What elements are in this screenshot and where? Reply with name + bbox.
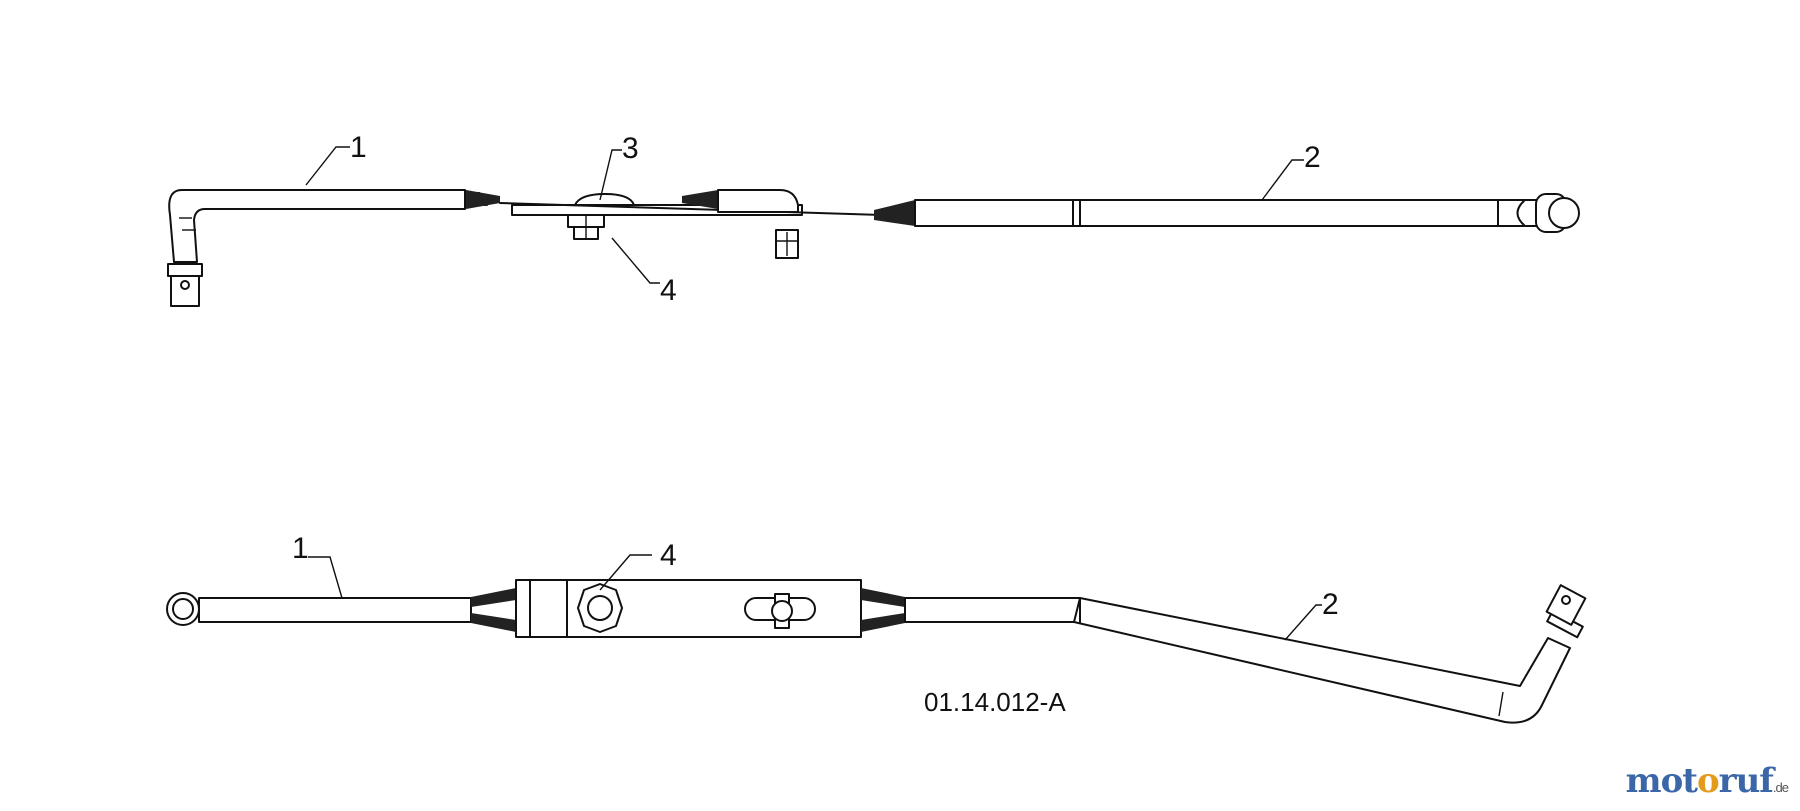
bottom-callout-4: 4: [660, 539, 677, 572]
bottom-callout-1: 1: [292, 532, 309, 565]
top-linkage-assembly: 1 2 3 4: [167, 131, 1580, 307]
bottom-callout-2: 2: [1322, 588, 1339, 621]
watermark-suffix: .de: [1772, 780, 1789, 795]
top-callout-3: 3: [622, 132, 639, 165]
motoruf-watermark-logo: motoruf.de: [1625, 761, 1789, 801]
top-callout-1: 1: [350, 131, 367, 164]
top-part-1-bent-rod: [167, 189, 500, 307]
bottom-part-1-rod: [166, 588, 516, 632]
bottom-part-2-bent-rod: [904, 584, 1587, 724]
bottom-center-bar: [515, 579, 905, 638]
drawing-number: 01.14.012-A: [924, 687, 1066, 717]
bottom-linkage-assembly: 1 2 4: [166, 532, 1587, 724]
watermark-part1: mot: [1625, 761, 1698, 801]
watermark-part3: ruf: [1718, 761, 1774, 801]
watermark-part2: o: [1696, 761, 1720, 801]
top-part-2-rod: [874, 193, 1580, 233]
top-center-plate: [499, 189, 916, 259]
top-callout-2: 2: [1304, 141, 1321, 174]
top-callout-4: 4: [660, 274, 677, 307]
